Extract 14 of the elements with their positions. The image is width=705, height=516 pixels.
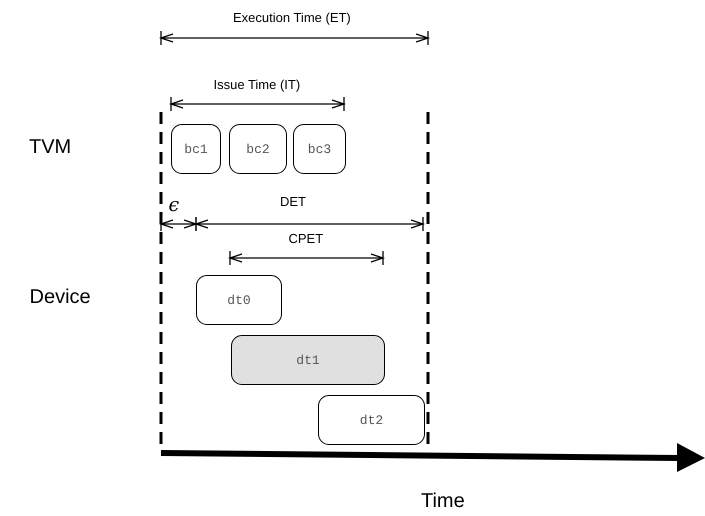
task-box: dt0 <box>196 275 282 325</box>
task-box: bc3 <box>293 124 346 174</box>
axis-label: Time <box>421 490 465 513</box>
row-label: TVM <box>29 136 72 159</box>
dimension-label: Issue Time (IT) <box>214 77 300 92</box>
dimension-label: DET <box>280 194 306 209</box>
row-label: Device <box>30 286 91 309</box>
task-box: bc2 <box>229 124 287 174</box>
dimension-label: Execution Time (ET) <box>233 10 351 25</box>
dimension-label: CPET <box>288 231 324 246</box>
task-box: bc1 <box>171 124 221 174</box>
task-box: dt1 <box>231 335 385 385</box>
dimension-label: ϵ <box>168 194 180 216</box>
task-box: dt2 <box>318 395 425 445</box>
